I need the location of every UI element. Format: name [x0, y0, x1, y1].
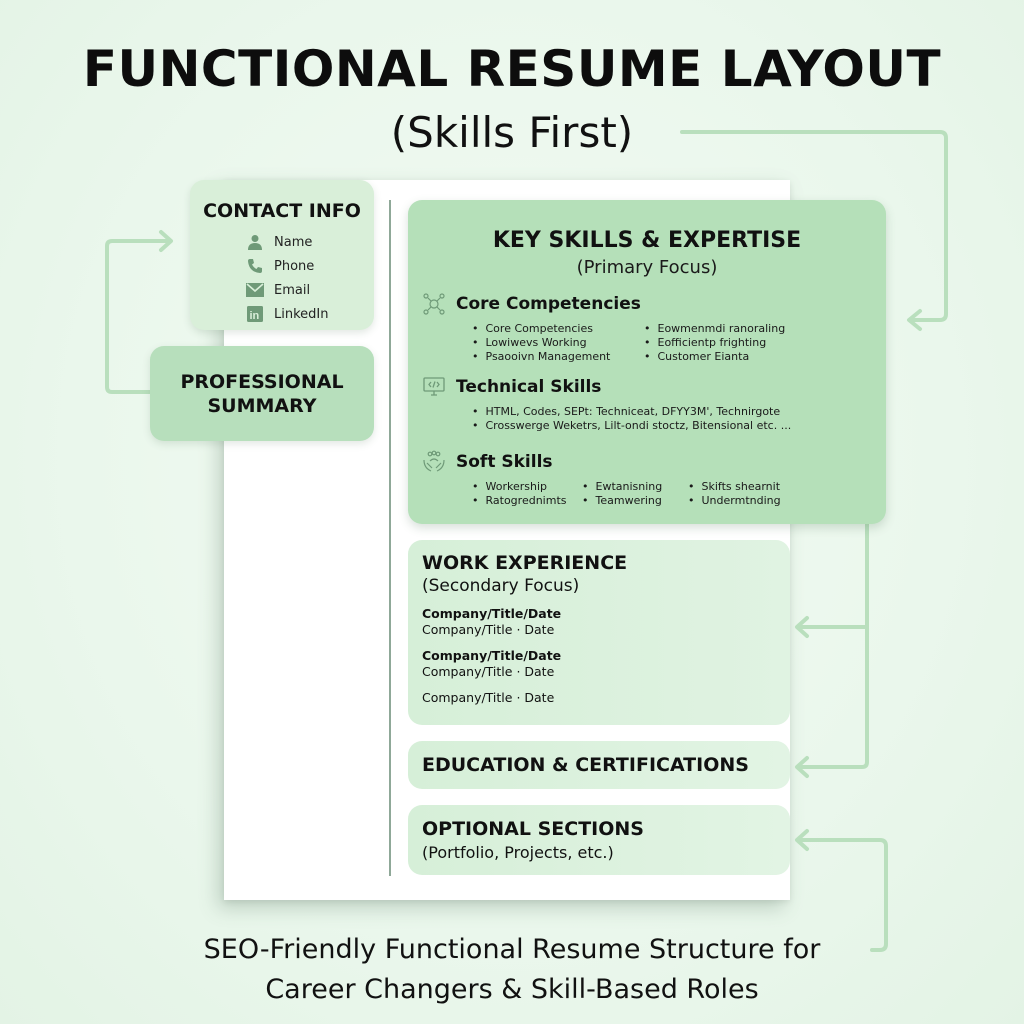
person-icon [246, 233, 264, 251]
skill-item: Eowmenmdi ranoraling [644, 322, 804, 335]
skill-group-soft: Soft Skills Workership Ewtanisning Skift… [422, 450, 798, 507]
skill-item: Skifts shearnit [688, 480, 798, 493]
column-divider [389, 200, 391, 876]
skill-item: Customer Eianta [644, 350, 804, 363]
contact-info-heading: CONTACT INFO [203, 200, 361, 222]
optional-sections: OPTIONAL SECTIONS (Portfolio, Projects, … [408, 805, 790, 875]
key-skills-heading: KEY SKILLS & EXPERTISE [492, 228, 802, 253]
skill-item: Ewtanisning [582, 480, 674, 493]
contact-item-linkedin: in LinkedIn [246, 302, 374, 326]
professional-summary-section: PROFESSIONAL SUMMARY [150, 346, 374, 441]
email-icon [246, 281, 264, 299]
summary-heading-line1: PROFESSIONAL [180, 370, 344, 393]
skill-item: Eofficientp frighting [644, 336, 804, 349]
skill-item: Psaooivn Management [472, 350, 624, 363]
skill-item: Workership [472, 480, 568, 493]
skill-item: Ratogrednimts [472, 494, 568, 507]
contact-item-phone: Phone [246, 254, 374, 278]
optional-heading: OPTIONAL SECTIONS [422, 818, 644, 840]
skill-group-technical: Technical Skills HTML, Codes, SEPt: Tech… [422, 375, 812, 432]
education-heading: EDUCATION & CERTIFICATIONS [422, 754, 749, 776]
skill-group-core: Core Competencies Core Competencies Eowm… [422, 292, 804, 363]
page-title: FUNCTIONAL RESUME LAYOUT [82, 40, 942, 98]
contact-info-section: CONTACT INFO Name Phone Email in LinkedI… [190, 180, 374, 330]
contact-item-email: Email [246, 278, 374, 302]
skill-group-title: Core Competencies [456, 294, 641, 314]
skill-item: HTML, Codes, SEPt: Techniceat, DFYY3M', … [472, 405, 812, 418]
skill-item: Lowiwevs Working [472, 336, 624, 349]
svg-text:in: in [250, 310, 260, 322]
skill-item: Undermtnding [688, 494, 798, 507]
linkedin-icon: in [246, 305, 264, 323]
skill-item: Teamwering [582, 494, 674, 507]
work-experience-heading: WORK EXPERIENCE [422, 552, 628, 574]
work-experience-section: WORK EXPERIENCE (Secondary Focus) Compan… [408, 540, 790, 725]
work-entry: Company/Title/Date Company/Title · Date [422, 606, 562, 637]
footer-caption: SEO-Friendly Functional Resume Structure… [203, 934, 821, 1005]
work-entry: Company/Title/Date Company/Title · Date [422, 648, 562, 679]
phone-icon [246, 257, 264, 275]
summary-heading-line2: SUMMARY [207, 394, 317, 417]
skill-item: Crosswerge Weketrs, Lilt-ondi stoctz, Bi… [472, 419, 812, 432]
network-icon [423, 293, 445, 315]
page-subtitle: (Skills First) [390, 108, 634, 157]
skill-group-title: Soft Skills [456, 452, 553, 472]
key-skills-section: KEY SKILLS & EXPERTISE (Primary Focus) C… [408, 200, 886, 524]
skill-group-title: Technical Skills [456, 377, 602, 397]
key-skills-subheading: (Primary Focus) [576, 257, 718, 278]
arrow-skills-to-education [796, 522, 869, 769]
code-monitor-icon [423, 377, 445, 396]
work-experience-subheading: (Secondary Focus) [422, 576, 580, 596]
hands-people-icon [423, 450, 445, 472]
optional-subheading: (Portfolio, Projects, etc.) [422, 843, 614, 862]
contact-item-name: Name [246, 230, 374, 254]
skill-item: Core Competencies [472, 322, 624, 335]
education-section: EDUCATION & CERTIFICATIONS [408, 741, 790, 789]
work-entry: Company/Title · Date [422, 690, 555, 705]
